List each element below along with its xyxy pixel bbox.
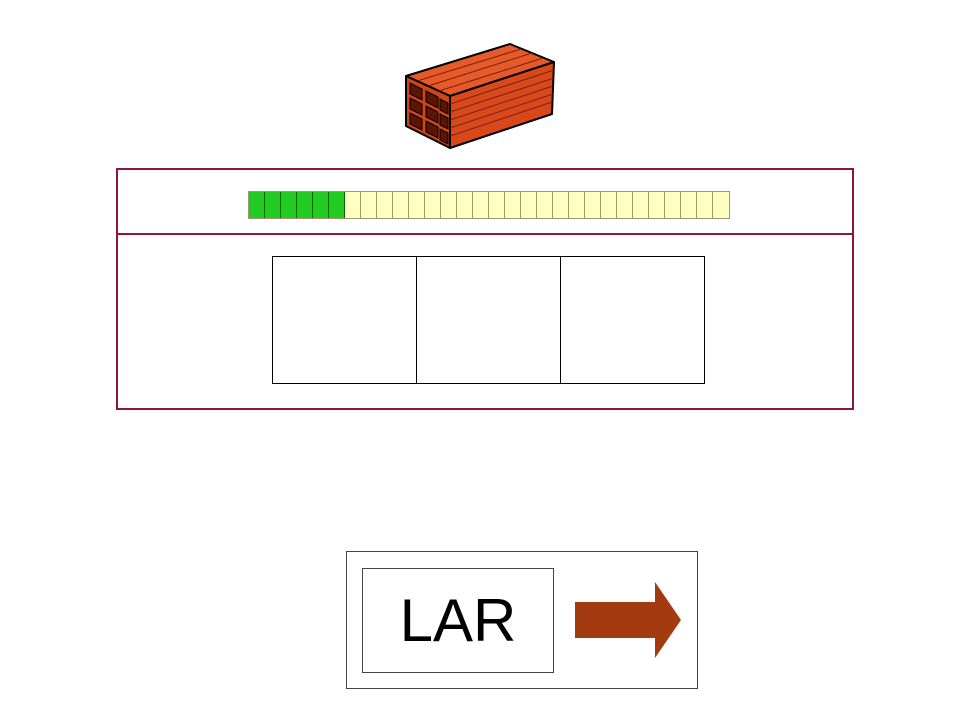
progress-segment-pending <box>361 192 377 218</box>
progress-segment-complete <box>313 192 329 218</box>
progress-segment-pending <box>633 192 649 218</box>
progress-segment-pending <box>457 192 473 218</box>
letter-slot[interactable] <box>561 257 704 383</box>
letter-slot[interactable] <box>417 257 561 383</box>
progress-bar <box>248 191 730 219</box>
word-card[interactable]: LAR <box>362 568 554 673</box>
progress-segment-pending <box>617 192 633 218</box>
progress-segment-pending <box>585 192 601 218</box>
progress-segment-pending <box>681 192 697 218</box>
progress-segment-pending <box>553 192 569 218</box>
progress-segment-complete <box>249 192 265 218</box>
progress-segment-pending <box>601 192 617 218</box>
letter-slots <box>272 256 705 384</box>
progress-segment-complete <box>297 192 313 218</box>
progress-segment-pending <box>441 192 457 218</box>
progress-segment-pending <box>505 192 521 218</box>
letter-slot[interactable] <box>273 257 417 383</box>
progress-segment-pending <box>665 192 681 218</box>
progress-segment-pending <box>409 192 425 218</box>
progress-segment-pending <box>393 192 409 218</box>
progress-segment-pending <box>537 192 553 218</box>
arrow-right-icon[interactable] <box>573 580 683 660</box>
progress-segment-pending <box>521 192 537 218</box>
brick-icon <box>405 43 555 149</box>
progress-segment-pending <box>697 192 713 218</box>
progress-segment-pending <box>489 192 505 218</box>
progress-segment-pending <box>649 192 665 218</box>
progress-segment-pending <box>345 192 361 218</box>
exercise-panel <box>116 168 854 410</box>
progress-segment-pending <box>569 192 585 218</box>
panel-divider <box>118 233 852 235</box>
progress-segment-complete <box>329 192 345 218</box>
progress-segment-pending <box>425 192 441 218</box>
word-text: LAR <box>399 587 517 654</box>
progress-segment-pending <box>713 192 729 218</box>
progress-segment-pending <box>377 192 393 218</box>
progress-segment-complete <box>281 192 297 218</box>
answer-box: LAR <box>346 551 698 689</box>
progress-segment-complete <box>265 192 281 218</box>
progress-segment-pending <box>473 192 489 218</box>
